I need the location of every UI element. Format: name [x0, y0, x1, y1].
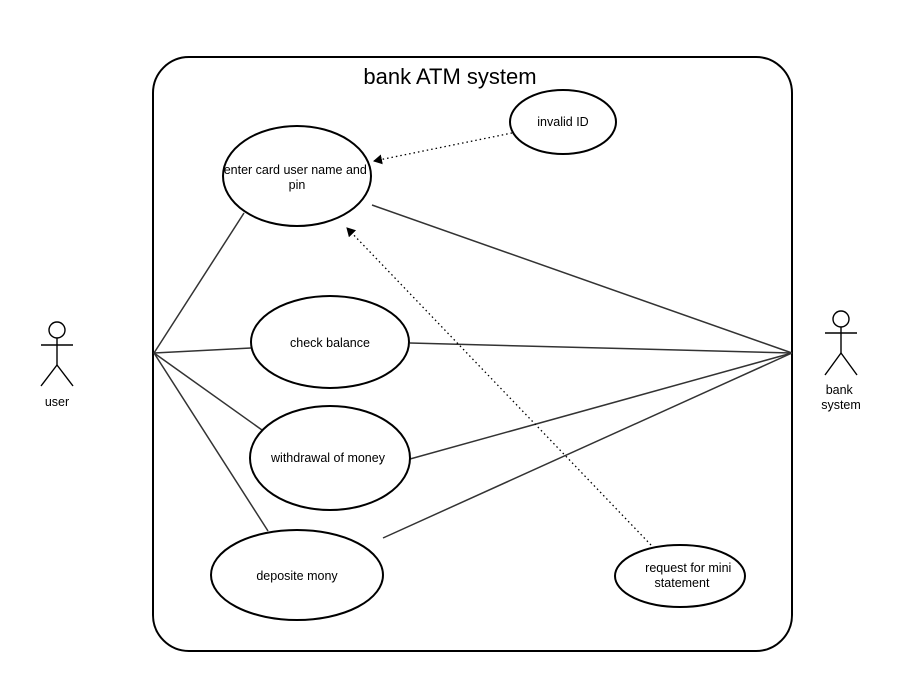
assoc-user-check-balance — [153, 347, 252, 354]
assoc-bank-deposite — [382, 352, 793, 539]
use-case-check-balance-label: check balance — [290, 336, 370, 350]
enter-card-label-line-1: enter card user name and — [224, 163, 367, 177]
use-case-deposite-label: deposite mony — [256, 569, 338, 583]
assoc-user-enter-card — [153, 212, 245, 354]
assoc-bank-check-balance — [409, 342, 793, 354]
use-case-mini-statement-label: request for mini statement — [645, 561, 735, 590]
assoc-bank-withdrawal — [409, 352, 793, 460]
use-case-deposite[interactable] — [210, 529, 384, 621]
mini-statement-label-line-2: statement — [655, 576, 710, 590]
system-title: bank ATM system — [363, 64, 536, 89]
use-case-invalid-id[interactable] — [509, 89, 617, 155]
dependency-invalid-id-to-enter-card — [373, 132, 513, 165]
use-case-enter-card[interactable] — [222, 125, 372, 227]
bank-system-label-line-1: bank — [826, 383, 854, 397]
mini-statement-label-line-1: request for mini — [645, 561, 731, 575]
actor-bank-system-label: bank system — [821, 383, 861, 412]
dependency-mini-statement-to-enter-card — [346, 227, 652, 546]
use-case-check-balance[interactable] — [250, 295, 410, 389]
enter-card-label-line-2: pin — [289, 178, 306, 192]
use-case-withdrawal-label: withdrawal of money — [270, 451, 386, 465]
use-case-mini-statement[interactable] — [614, 544, 746, 608]
system-boundary — [152, 56, 793, 652]
bank-system-label-line-2: system — [821, 398, 861, 412]
use-case-invalid-id-label: invalid ID — [537, 115, 588, 129]
assoc-bank-enter-card — [371, 204, 793, 354]
use-case-withdrawal[interactable] — [249, 405, 411, 511]
actor-bank-system-icon — [824, 310, 858, 376]
actor-user-label: user — [45, 395, 69, 409]
use-case-enter-card-label: enter card user name and pin — [224, 163, 371, 192]
assoc-user-withdrawal — [153, 352, 263, 431]
assoc-user-deposite — [153, 352, 269, 532]
actor-user-icon — [40, 321, 74, 387]
